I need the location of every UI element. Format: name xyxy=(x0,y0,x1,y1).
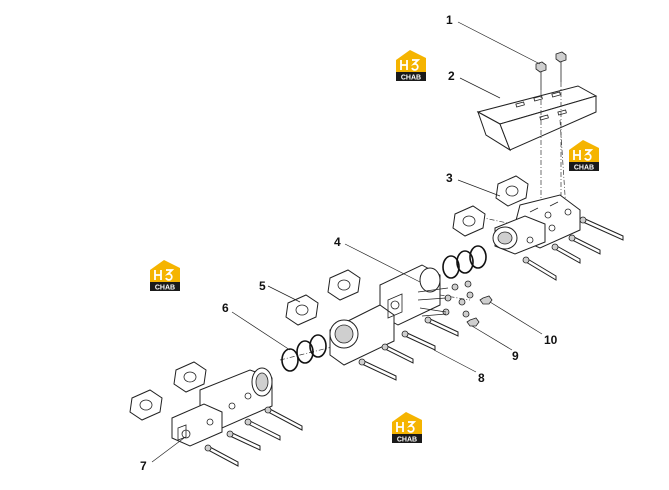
watermark-logo: CHAB xyxy=(569,140,599,172)
stud-nut-set xyxy=(417,280,493,327)
leader-lines xyxy=(151,21,543,463)
heat-shield-plate xyxy=(476,85,598,152)
watermark-h3-mark xyxy=(154,269,175,281)
watermark-text: CHAB xyxy=(155,285,175,292)
manifold-section-right xyxy=(452,175,624,281)
watermark-text: CHAB xyxy=(401,75,421,82)
watermark-text: CHAB xyxy=(397,437,417,444)
watermark-logo: CHAB xyxy=(150,260,180,292)
shield-bolt-right xyxy=(555,51,567,82)
seal-rings-middle xyxy=(281,334,327,372)
watermark-logo: CHAB xyxy=(396,50,426,82)
watermark-text: CHAB xyxy=(574,165,594,172)
shield-bolt-left xyxy=(535,61,547,90)
callout-labels: 1 2 3 4 5 6 7 8 9 10 xyxy=(140,13,558,473)
watermark-bar xyxy=(569,162,599,171)
watermark-bar xyxy=(150,282,180,291)
watermark-logo: CHAB xyxy=(392,412,422,444)
callout-10: 10 xyxy=(544,333,558,347)
watermark-h3-mark xyxy=(396,421,417,433)
callout-4: 4 xyxy=(334,235,341,249)
callout-2: 2 xyxy=(448,69,455,83)
callout-5: 5 xyxy=(259,279,266,293)
watermark-h3-mark xyxy=(400,59,421,71)
manifold-section-middle xyxy=(327,245,493,381)
watermark-bar xyxy=(396,72,426,81)
callout-9: 9 xyxy=(512,349,519,363)
gasket-middle xyxy=(285,294,319,326)
callout-3: 3 xyxy=(446,171,453,185)
callout-6: 6 xyxy=(222,301,229,315)
callout-8: 8 xyxy=(478,371,485,385)
watermark-bar xyxy=(392,434,422,443)
watermark-h3-mark xyxy=(573,149,594,161)
callout-1: 1 xyxy=(446,13,453,27)
manifold-section-left xyxy=(129,361,303,467)
callout-7: 7 xyxy=(140,459,147,473)
